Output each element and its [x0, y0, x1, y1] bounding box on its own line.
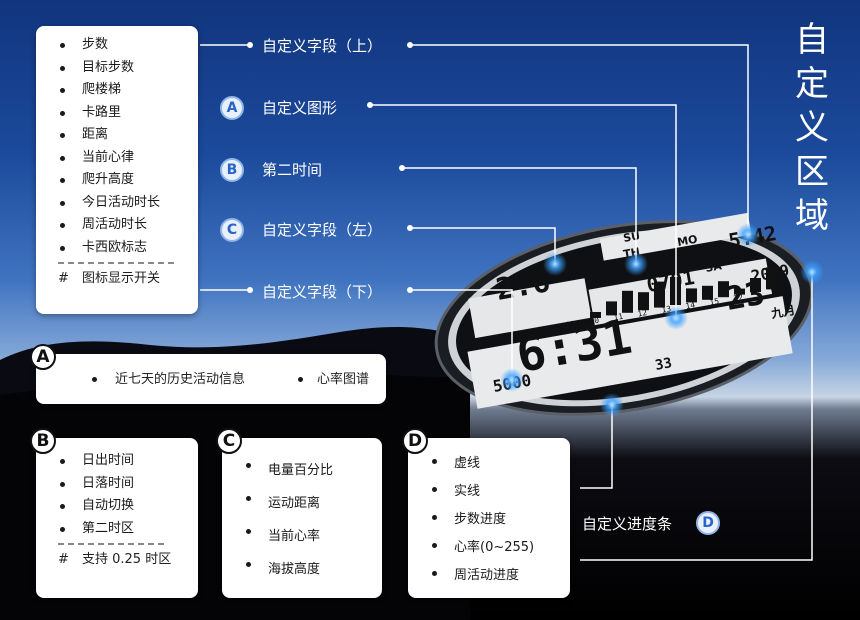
panel-d: 虚线 实线 步数进度 心率(0~255) 周活动进度 [408, 438, 570, 598]
bar-hour-label: 12 [637, 308, 648, 319]
line-progress-2 [580, 272, 813, 561]
custom-field-list-panel: 步数 目标步数 爬楼梯 卡路里 距离 当前心律 爬升高度 今日活动时长 周活动时… [36, 26, 198, 314]
activity-bar [750, 278, 761, 292]
divider [58, 543, 164, 545]
list-item: 海拔高度 [222, 553, 382, 586]
title-char: 定 [795, 64, 829, 104]
list-item: 实线 [408, 478, 570, 506]
list-item: 心率图谱 [317, 372, 370, 387]
list-item: 自动切换 [36, 495, 198, 518]
hash-mark: # [58, 552, 69, 567]
badge-a-callout: A [220, 96, 244, 120]
list-item: 电量百分比 [222, 454, 382, 487]
list-item: 日落时间 [36, 473, 198, 496]
list-item: 运动距离 [222, 487, 382, 520]
activity-bar [622, 290, 633, 313]
custom-field-list: 步数 目标步数 爬楼梯 卡路里 距离 当前心律 爬升高度 今日活动时长 周活动时… [36, 34, 198, 259]
watch-weekday-top-2: TU [698, 247, 716, 263]
label-lower: 自定义字段（下） [262, 283, 383, 301]
activity-bar [766, 267, 777, 290]
bullet [298, 377, 303, 382]
badge-a: A [30, 344, 56, 370]
label-second-time: 第二时间 [262, 161, 323, 179]
list-item: 虚线 [408, 450, 570, 478]
line-second-time [402, 167, 637, 262]
activity-bar [718, 281, 729, 298]
title-char: 域 [795, 196, 829, 236]
timezone-text: 支持 0.25 时区 [82, 552, 172, 567]
watch-weekday-top-1: MO [676, 233, 698, 249]
list-item: 步数 [36, 34, 198, 57]
line-lower [410, 289, 513, 380]
bar-hour-label: 14 [685, 300, 696, 311]
line-upper [410, 44, 749, 235]
icon-toggle-text: 图标显示开关 [82, 271, 161, 286]
title-char: 义 [795, 108, 829, 148]
line-graphic [370, 104, 677, 318]
list-item: 周活动时长 [36, 214, 198, 237]
bar-hour-label: 15 [709, 297, 720, 308]
title-char: 自 [795, 20, 829, 60]
title-char: 区 [795, 152, 829, 192]
watch-month: 九月 [769, 302, 796, 321]
activity-bar [638, 292, 649, 311]
label-progress: 自定义进度条 [582, 515, 673, 533]
activity-bar [734, 288, 745, 295]
bar-hour-label: 22 [733, 293, 744, 304]
bullet [92, 377, 97, 382]
timezone-note: # 支持 0.25 时区 [36, 548, 198, 572]
activity-bar [654, 281, 665, 308]
list-item: 卡西欧标志 [36, 237, 198, 260]
label-graphic: 自定义图形 [262, 99, 338, 117]
list-item: 爬升高度 [36, 169, 198, 192]
badge-c-callout: C [220, 218, 244, 242]
badge-b-callout: B [220, 158, 244, 182]
divider [58, 262, 174, 264]
list-item: 卡路里 [36, 102, 198, 125]
activity-bar [590, 312, 601, 318]
list-item: 日出时间 [36, 450, 198, 473]
watch-weekday-mid-2: SA [704, 259, 723, 275]
activity-bar [702, 285, 713, 300]
watch-weekday-mid-1: FR [652, 251, 671, 267]
panel-b: 日出时间 日落时间 自动切换 第二时区 # 支持 0.25 时区 [36, 438, 198, 598]
watch-seconds: 33 [654, 355, 673, 374]
list-item: 第二时区 [36, 518, 198, 541]
activity-bar [686, 288, 697, 303]
list-item: 距离 [36, 124, 198, 147]
bar-hour-label: 11 [613, 312, 624, 323]
list-item: 周活动进度 [408, 562, 570, 590]
badge-d-callout: D [696, 511, 720, 535]
list-item: 今日活动时长 [36, 192, 198, 215]
panel-c: 电量百分比 运动距离 当前心率 海拔高度 [222, 438, 382, 598]
activity-bar [606, 301, 617, 316]
panel-a: 近七天的历史活动信息 心率图谱 [36, 354, 386, 404]
list-item: 近七天的历史活动信息 [115, 372, 246, 387]
list-item: 目标步数 [36, 57, 198, 80]
label-left: 自定义字段（左） [262, 221, 383, 239]
badge-c: C [216, 428, 242, 454]
line-left [410, 227, 556, 262]
badge-b: B [30, 428, 56, 454]
list-item: 当前心率 [222, 520, 382, 553]
list-item: 心率(0~255) [408, 534, 570, 562]
bar-hour-label: 13 [661, 304, 672, 315]
vertical-title: 自 定 义 区 域 [790, 18, 834, 238]
bar-hour-label: 10 [589, 316, 600, 327]
icon-toggle-note: # 图标显示开关 [36, 267, 198, 291]
label-upper: 自定义字段（上） [262, 37, 383, 55]
bar-hour-label: 09 [565, 319, 576, 330]
list-item: 步数进度 [408, 506, 570, 534]
list-item: 当前心律 [36, 147, 198, 170]
list-item: 爬楼梯 [36, 79, 198, 102]
badge-d: D [402, 428, 428, 454]
hash-mark: # [58, 271, 69, 286]
line-progress-1 [580, 405, 613, 489]
